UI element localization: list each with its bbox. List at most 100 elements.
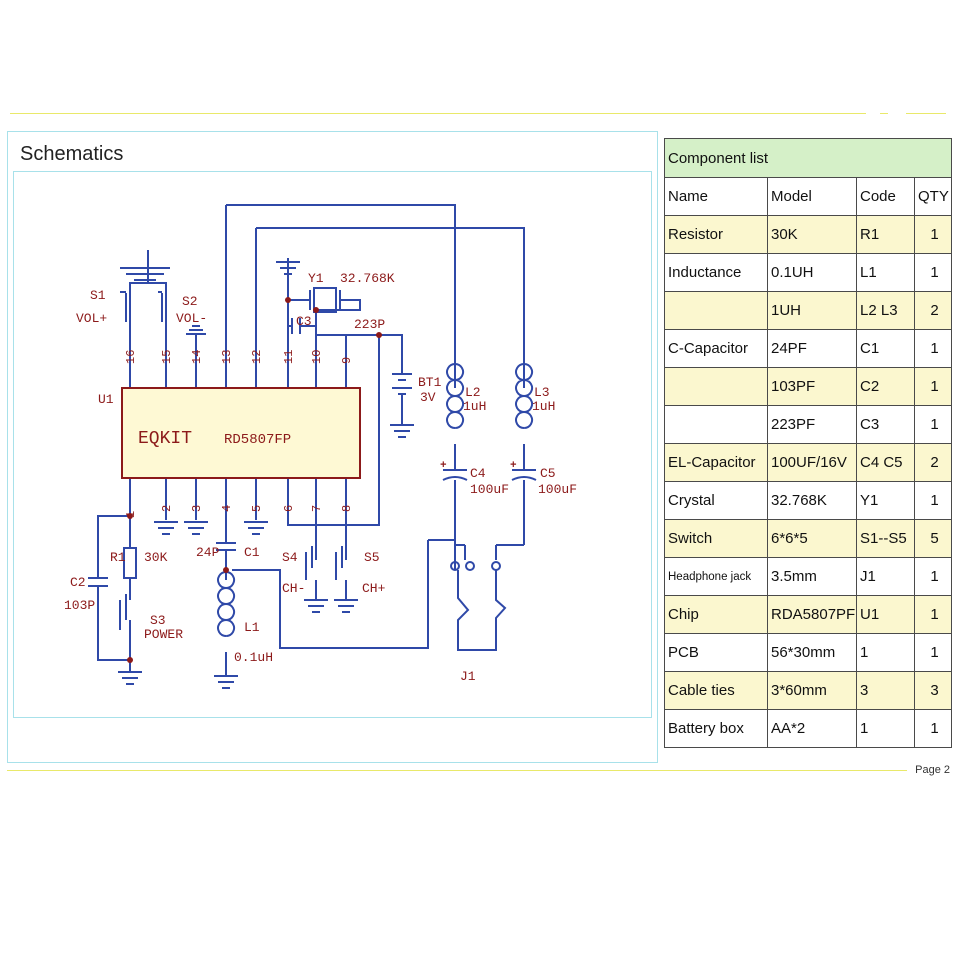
cell-code: S1--S5 — [856, 519, 915, 558]
label-c4: C4 — [470, 466, 486, 481]
pin-10: 10 — [310, 350, 324, 364]
cell-model: 6*6*5 — [767, 519, 857, 558]
component-list-title: Component list — [664, 138, 952, 178]
chip-brand: EQKIT — [138, 429, 192, 449]
cell-qty: 2 — [914, 443, 952, 482]
header-qty: QTY — [914, 177, 952, 216]
cell-name — [664, 367, 768, 406]
pin-4: 4 — [220, 505, 234, 512]
cell-name: EL-Capacitor — [664, 443, 768, 482]
label-y1-value: 32.768K — [340, 271, 395, 286]
cell-model: 3*60mm — [767, 671, 857, 710]
cell-qty: 1 — [914, 633, 952, 672]
pin-3: 3 — [190, 505, 204, 512]
label-s5: S5 — [364, 550, 380, 565]
label-c1-value: 24P — [196, 545, 220, 560]
label-c3-value: 223P — [354, 317, 385, 332]
top-rule — [10, 113, 866, 114]
label-s4: S4 — [282, 550, 298, 565]
label-s1: S1 — [90, 288, 106, 303]
cell-name — [664, 291, 768, 330]
cell-model: 0.1UH — [767, 253, 857, 292]
cell-model: 3.5mm — [767, 557, 857, 596]
cell-qty: 5 — [914, 519, 952, 558]
chip-body — [121, 387, 361, 479]
label-c1: C1 — [244, 545, 260, 560]
page-title: Schematics — [20, 143, 124, 165]
cell-qty: 2 — [914, 291, 952, 330]
schematics-frame — [7, 131, 658, 763]
cell-qty: 1 — [914, 481, 952, 520]
cell-code: C4 C5 — [856, 443, 915, 482]
label-bt1-value: 3V — [420, 390, 436, 405]
label-s2: S2 — [182, 294, 198, 309]
cell-model: AA*2 — [767, 709, 857, 748]
label-l1: L1 — [244, 620, 260, 635]
label-c2-value: 103P — [64, 598, 95, 613]
pin-5: 5 — [250, 505, 264, 512]
cell-model: 1UH — [767, 291, 857, 330]
label-s3: S3 — [150, 613, 166, 628]
pin-2: 2 — [160, 505, 174, 512]
chip-ref: U1 — [98, 392, 114, 407]
page-number: Page 2 — [915, 764, 950, 776]
label-l2: L2 — [465, 385, 481, 400]
cell-code: L1 — [856, 253, 915, 292]
pin-6: 6 — [282, 505, 296, 512]
cell-code: 3 — [856, 671, 915, 710]
pin-12: 12 — [250, 350, 264, 364]
cell-model: 56*30mm — [767, 633, 857, 672]
label-s5-desc: CH+ — [362, 581, 386, 596]
label-s4-desc: CH- — [282, 581, 305, 596]
cell-qty: 3 — [914, 671, 952, 710]
cell-model: 103PF — [767, 367, 857, 406]
pin-1: 1 — [124, 511, 138, 518]
cell-model: 100UF/16V — [767, 443, 857, 482]
label-j1: J1 — [460, 669, 476, 684]
cell-code: 1 — [856, 709, 915, 748]
cell-code: U1 — [856, 595, 915, 634]
header-code: Code — [856, 177, 915, 216]
cell-model: RDA5807PF — [767, 595, 857, 634]
label-s1-desc: VOL+ — [76, 311, 107, 326]
cell-name: Switch — [664, 519, 768, 558]
cell-name: Crystal — [664, 481, 768, 520]
cell-name: Cable ties — [664, 671, 768, 710]
label-c5-value: 100uF — [538, 482, 577, 497]
table-title-row: Component list — [664, 138, 952, 178]
cell-qty: 1 — [914, 367, 952, 406]
cell-code: R1 — [856, 215, 915, 254]
header-name: Name — [664, 177, 768, 216]
pin-13: 13 — [220, 350, 234, 364]
label-c5: C5 — [540, 466, 556, 481]
c4-plus-sign: + — [440, 460, 447, 472]
cell-name: Resistor — [664, 215, 768, 254]
cell-code: C1 — [856, 329, 915, 368]
label-s3-desc: POWER — [144, 627, 183, 642]
cell-model: 32.768K — [767, 481, 857, 520]
pin-14: 14 — [190, 350, 204, 364]
label-r1: R1 — [110, 550, 126, 565]
cell-name: Headphone jack — [664, 557, 768, 596]
pin-8: 8 — [340, 505, 354, 512]
cell-qty: 1 — [914, 253, 952, 292]
header-model: Model — [767, 177, 857, 216]
cell-name: C-Capacitor — [664, 329, 768, 368]
label-l3-value: 1uH — [532, 399, 555, 414]
cell-code: L2 L3 — [856, 291, 915, 330]
cell-qty: 1 — [914, 709, 952, 748]
cell-model: 30K — [767, 215, 857, 254]
table-header-row: Name Model Code QTY — [664, 177, 952, 216]
cell-code: Y1 — [856, 481, 915, 520]
